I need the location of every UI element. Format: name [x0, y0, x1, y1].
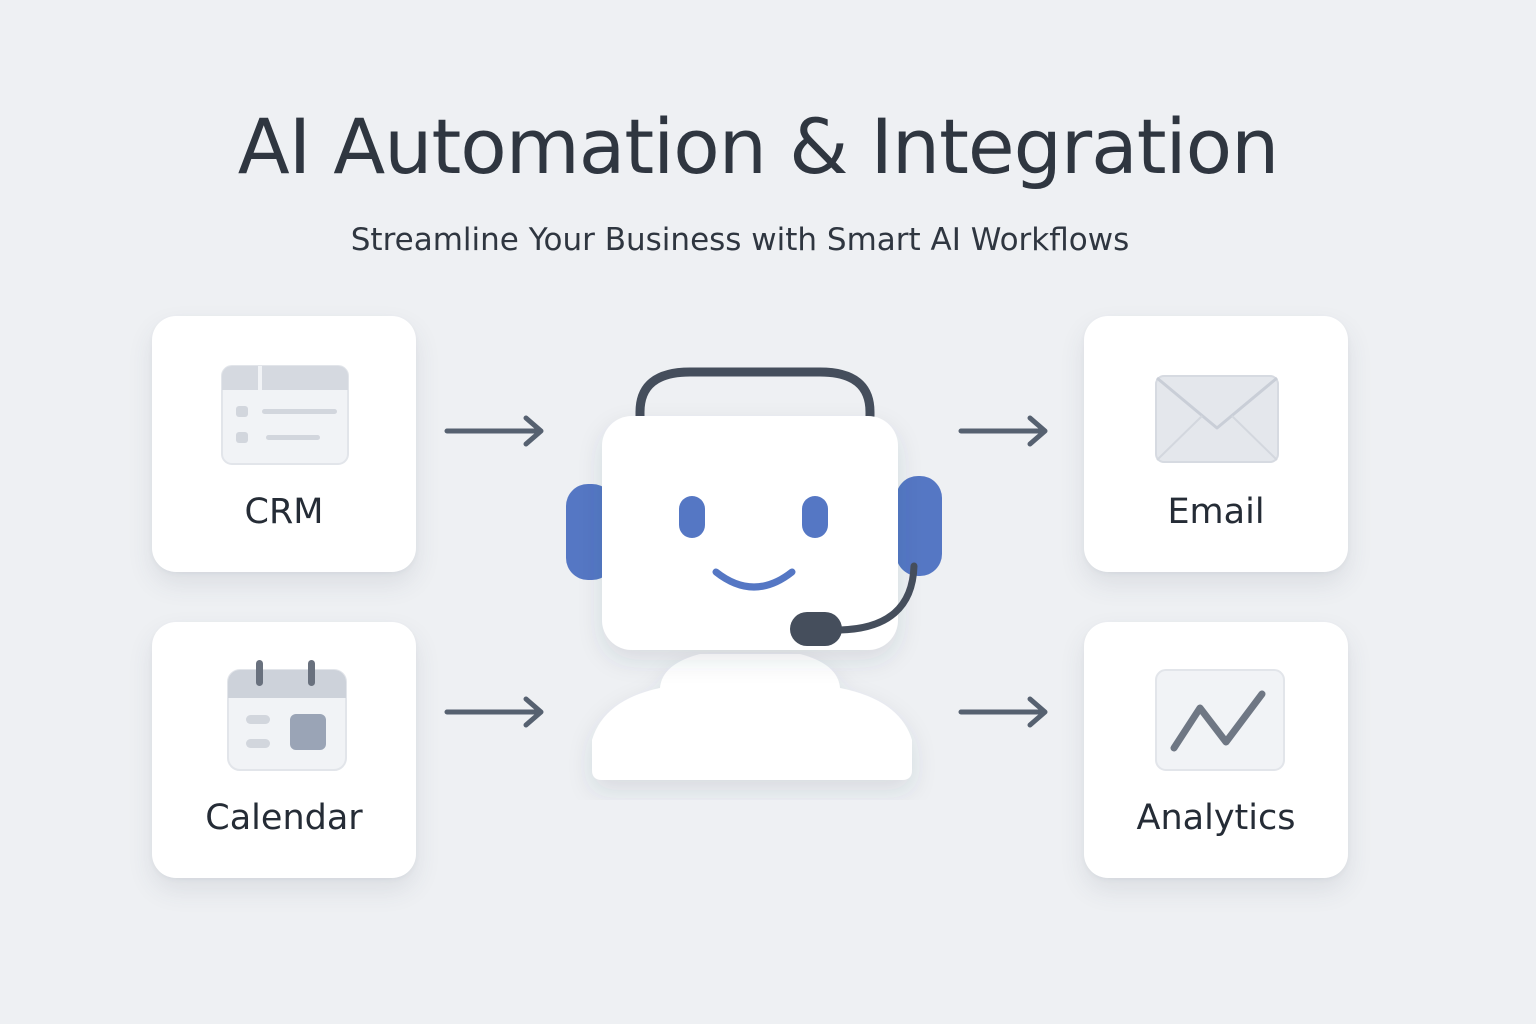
agent-body [592, 654, 912, 780]
arrow-right-icon [958, 696, 1048, 728]
headset-microphone [790, 612, 842, 646]
envelope-icon [1155, 375, 1279, 463]
agent-left-eye [679, 496, 705, 538]
analytics-label: Analytics [1136, 798, 1296, 838]
calendar-icon [227, 660, 347, 771]
agent-right-eye [802, 496, 828, 538]
calendar-card[interactable]: Calendar [152, 622, 416, 878]
crm-card[interactable]: CRM [152, 316, 416, 572]
agent-head [602, 416, 898, 650]
headset-mic-boom [836, 562, 918, 634]
line-chart-icon [1155, 669, 1285, 771]
arrow-right-icon [444, 415, 544, 447]
page-subtitle: Streamline Your Business with Smart AI W… [350, 222, 1130, 258]
analytics-card[interactable]: Analytics [1084, 622, 1348, 878]
email-label: Email [1167, 492, 1265, 532]
ai-support-agent-icon [566, 367, 942, 780]
page-title: AI Automation & Integration [237, 102, 1280, 191]
headset-band [635, 367, 875, 421]
headset-right-earcup [896, 476, 942, 576]
arrow-right-icon [444, 696, 544, 728]
email-card[interactable]: Email [1084, 316, 1348, 572]
calendar-label: Calendar [205, 798, 363, 838]
crm-table-icon [221, 365, 349, 465]
agent-smile [712, 568, 796, 591]
arrow-right-icon [958, 415, 1048, 447]
crm-label: CRM [244, 492, 324, 532]
